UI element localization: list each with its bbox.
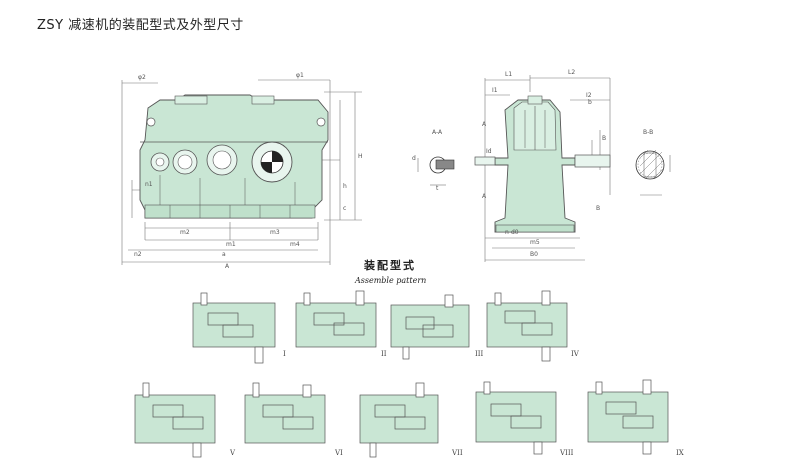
- svg-text:B0: B0: [530, 251, 538, 258]
- pattern-label-8: VIII: [559, 449, 574, 457]
- svg-text:n-d0: n-d0: [505, 229, 519, 236]
- svg-text:B-B: B-B: [643, 129, 653, 136]
- svg-text:Id: Id: [486, 148, 492, 155]
- svg-text:φ1: φ1: [296, 72, 304, 79]
- svg-text:c: c: [343, 205, 346, 212]
- svg-text:A-A: A-A: [432, 129, 443, 136]
- svg-text:L2: L2: [568, 69, 575, 76]
- pattern-label-9: IX: [676, 449, 684, 457]
- svg-text:φ2: φ2: [138, 74, 146, 81]
- svg-text:h: h: [343, 183, 347, 190]
- pattern-label-1: I: [283, 350, 286, 358]
- pattern-1: [192, 292, 276, 364]
- pattern-4: [486, 290, 568, 362]
- pattern-label-3: III: [475, 350, 484, 358]
- svg-text:B: B: [602, 135, 606, 142]
- svg-text:I2: I2: [586, 92, 592, 99]
- svg-text:m2: m2: [180, 229, 190, 236]
- assembly-patterns: [134, 290, 669, 458]
- front-view-drawing: φ2 φ1 A a m1 m2 m3 m4 n1 n2 H h c: [121, 72, 363, 270]
- pattern-8: [475, 381, 557, 455]
- svg-text:t: t: [436, 185, 439, 192]
- pattern-6: [244, 382, 326, 444]
- pattern-5: [134, 382, 216, 458]
- pattern-3: [390, 294, 470, 360]
- svg-text:L1: L1: [505, 71, 512, 78]
- svg-text:m3: m3: [270, 229, 280, 236]
- svg-text:m5: m5: [530, 239, 540, 246]
- pattern-2: [295, 290, 377, 348]
- svg-text:m4: m4: [290, 241, 300, 248]
- pattern-9: [587, 379, 669, 455]
- svg-text:I1: I1: [492, 87, 498, 94]
- svg-text:A: A: [482, 193, 487, 200]
- svg-text:n2: n2: [134, 251, 142, 258]
- svg-text:B: B: [596, 205, 600, 212]
- svg-text:A: A: [225, 263, 230, 270]
- svg-text:b: b: [588, 99, 592, 106]
- page-title: ZSY 减速机的装配型式及外型尺寸: [37, 18, 244, 33]
- assembly-heading: 装配型式: [364, 259, 416, 272]
- pattern-label-5: V: [229, 449, 236, 457]
- svg-text:n1: n1: [145, 181, 153, 188]
- svg-text:A: A: [482, 121, 487, 128]
- pattern-label-6: VI: [334, 449, 343, 457]
- svg-text:H: H: [358, 153, 363, 160]
- pattern-label-7: VII: [451, 449, 463, 457]
- svg-text:a: a: [222, 251, 226, 258]
- pattern-label-4: IV: [571, 350, 580, 358]
- pattern-7: [359, 382, 439, 458]
- assembly-subheading: Assemble pattern: [355, 276, 427, 285]
- svg-text:m1: m1: [226, 241, 236, 248]
- svg-text:d: d: [412, 155, 416, 162]
- pattern-label-2: II: [381, 350, 387, 358]
- side-view-drawing: A-A B-B L1 L2 I1 I2 Id b B B n-d0 m5 B0 …: [412, 69, 671, 262]
- pattern-labels: I II III IV V VI VII VIII IX: [229, 350, 684, 457]
